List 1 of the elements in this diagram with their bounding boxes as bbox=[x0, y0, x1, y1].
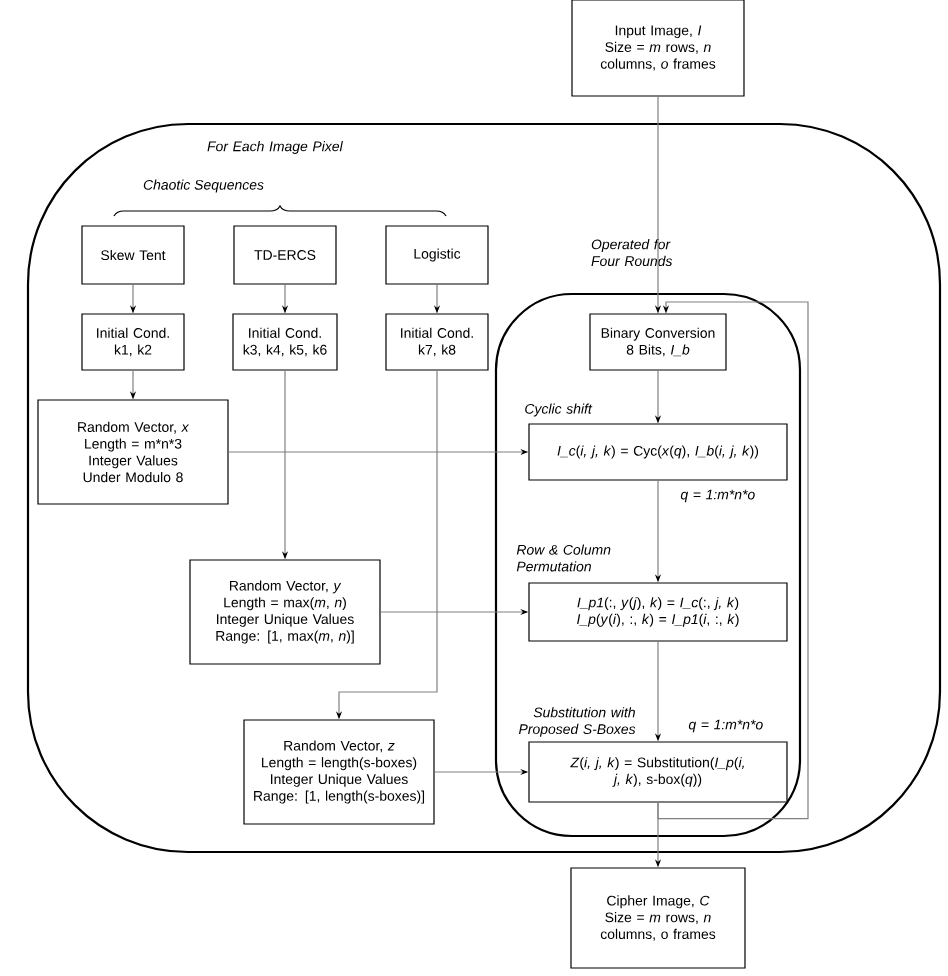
arrow bbox=[657, 301, 809, 820]
